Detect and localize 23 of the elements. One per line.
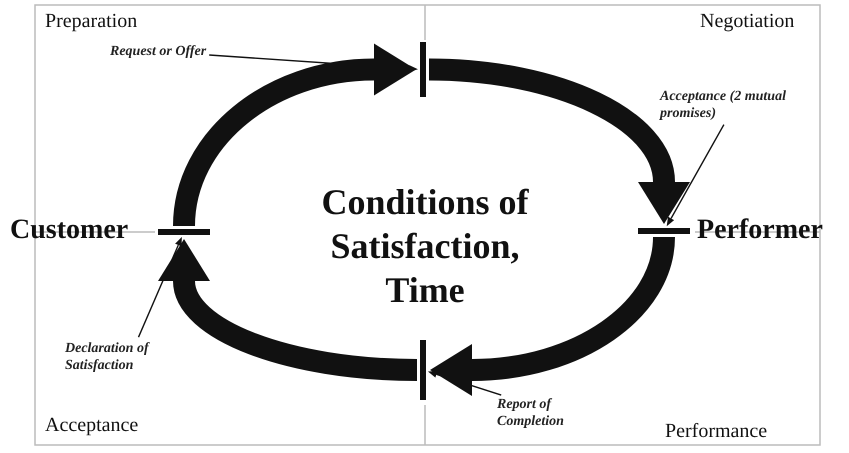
phase-label: Acceptance <box>45 414 138 437</box>
leader-line <box>209 54 418 72</box>
bar-marker <box>638 228 690 234</box>
curved-arrow <box>428 58 690 224</box>
role-label: Performer <box>697 214 823 246</box>
bar-marker <box>420 42 426 97</box>
callout-text: Acceptance (2 mutual promises) <box>660 88 810 122</box>
phase-label: Preparation <box>45 10 138 33</box>
role-label: Customer <box>10 214 128 246</box>
curved-arrow <box>430 236 675 396</box>
leader-line <box>428 370 502 396</box>
leader-line <box>138 236 182 338</box>
bar-marker <box>158 229 210 235</box>
center-title: Conditions of Satisfaction, Time <box>320 181 530 312</box>
phase-label: Negotiation <box>700 10 794 33</box>
callout-text: Report of Completion <box>497 396 617 430</box>
curved-arrow <box>158 240 418 381</box>
callout-text: Request or Offer <box>110 43 206 60</box>
curved-arrow <box>173 44 416 227</box>
leader-line <box>666 124 724 226</box>
phase-label: Performance <box>665 420 768 443</box>
bar-marker <box>420 340 426 400</box>
callout-text: Declaration of Satisfaction <box>65 340 195 374</box>
